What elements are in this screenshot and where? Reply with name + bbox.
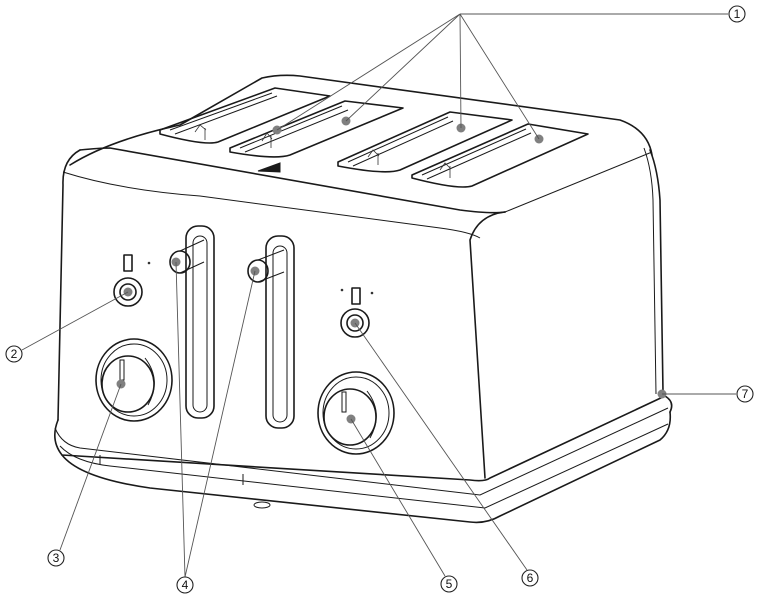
lever-left (169, 225, 215, 419)
svg-text:4: 4 (182, 578, 189, 592)
svg-text:6: 6 (527, 571, 534, 585)
leader-lines (21, 13, 736, 578)
callout-6: 6 (521, 569, 539, 587)
callout-5: 5 (440, 575, 458, 593)
callout-7: 7 (736, 385, 754, 403)
svg-text:2: 2 (11, 347, 18, 361)
svg-text:7: 7 (742, 387, 749, 401)
marker-dots (116, 116, 667, 424)
lever-right (247, 235, 295, 429)
browning-knob-left (95, 338, 173, 422)
callout-4: 4 (176, 576, 194, 594)
cancel-button-right (340, 287, 374, 338)
svg-text:5: 5 (446, 577, 453, 591)
callout-1: 1 (728, 5, 746, 23)
toaster-body (54, 74, 673, 524)
svg-text:3: 3 (53, 551, 60, 565)
logo-triangle (257, 162, 281, 173)
svg-text:1: 1 (734, 7, 741, 21)
bread-slots (159, 87, 589, 188)
callout-2: 2 (5, 345, 23, 363)
callout-3: 3 (47, 549, 65, 567)
cancel-button-left (113, 254, 151, 307)
browning-knob-right (317, 371, 395, 455)
